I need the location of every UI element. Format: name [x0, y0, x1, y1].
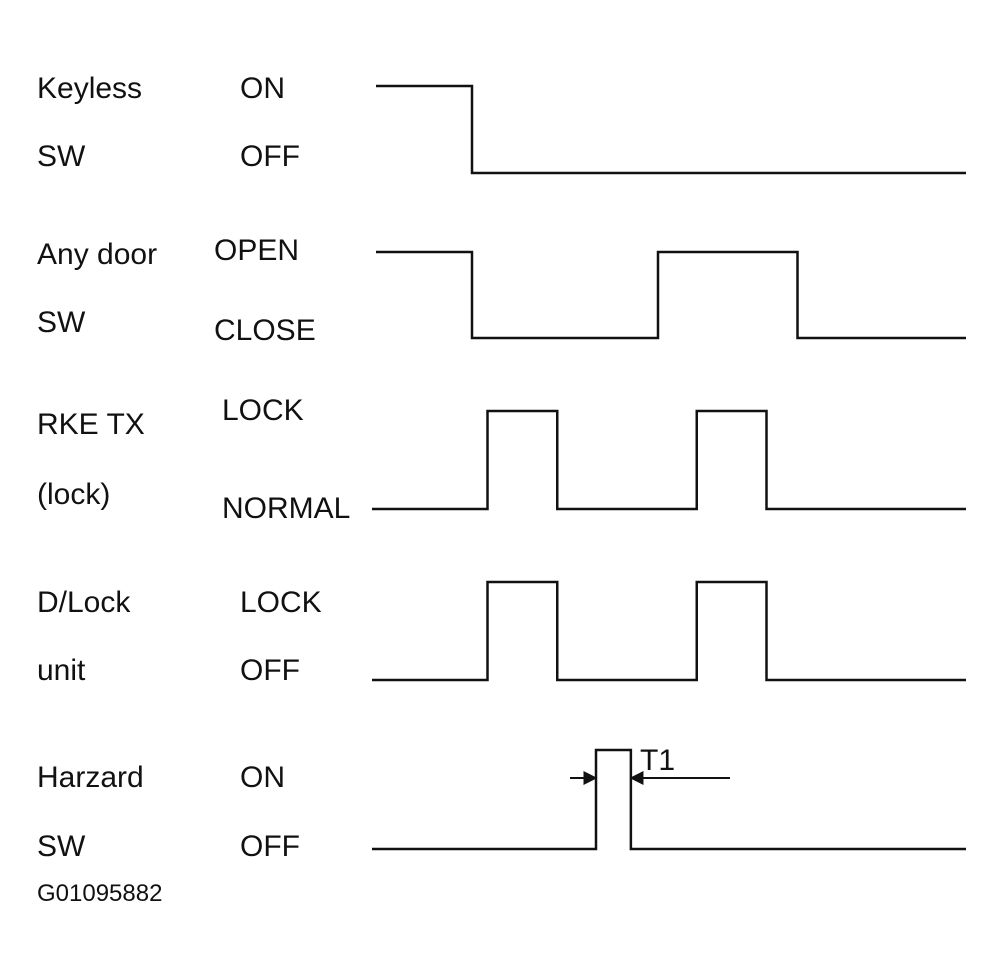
signal-name-keyless-line1: Keyless: [37, 72, 143, 105]
state-low-rke: NORMAL: [222, 492, 351, 525]
t1-annotation-label: T1: [640, 744, 676, 777]
waveform-signal-1: [376, 250, 966, 340]
state-high-hazard: ON: [240, 761, 285, 794]
signal-name-rke-line1: RKE TX: [37, 408, 145, 441]
state-high-rke: LOCK: [222, 394, 304, 427]
signal-name-keyless-line2: SW: [37, 140, 86, 173]
state-high-keyless: ON: [240, 72, 285, 105]
state-low-door: CLOSE: [214, 314, 316, 347]
waveform-signal-4: [372, 748, 966, 851]
figure-code: G01095882: [37, 880, 163, 907]
signal-name-hazard-line2: SW: [37, 830, 86, 863]
state-high-door: OPEN: [214, 234, 300, 267]
signal-name-hazard-line1: Harzard: [37, 761, 144, 794]
signal-name-dlock-line1: D/Lock: [37, 586, 131, 619]
waveform-signal-3: [372, 580, 966, 682]
state-low-hazard: OFF: [240, 830, 300, 863]
signal-name-dlock-line2: unit: [37, 654, 86, 687]
state-low-dlock: OFF: [240, 654, 300, 687]
state-high-dlock: LOCK: [240, 586, 322, 619]
signal-name-door-line2: SW: [37, 306, 86, 339]
signal-name-door-line1: Any door: [37, 238, 158, 271]
waveform-signal-2: [372, 409, 966, 511]
state-low-keyless: OFF: [240, 140, 300, 173]
signal-name-rke-line2: (lock): [37, 478, 111, 511]
waveform-signal-0: [376, 84, 966, 175]
